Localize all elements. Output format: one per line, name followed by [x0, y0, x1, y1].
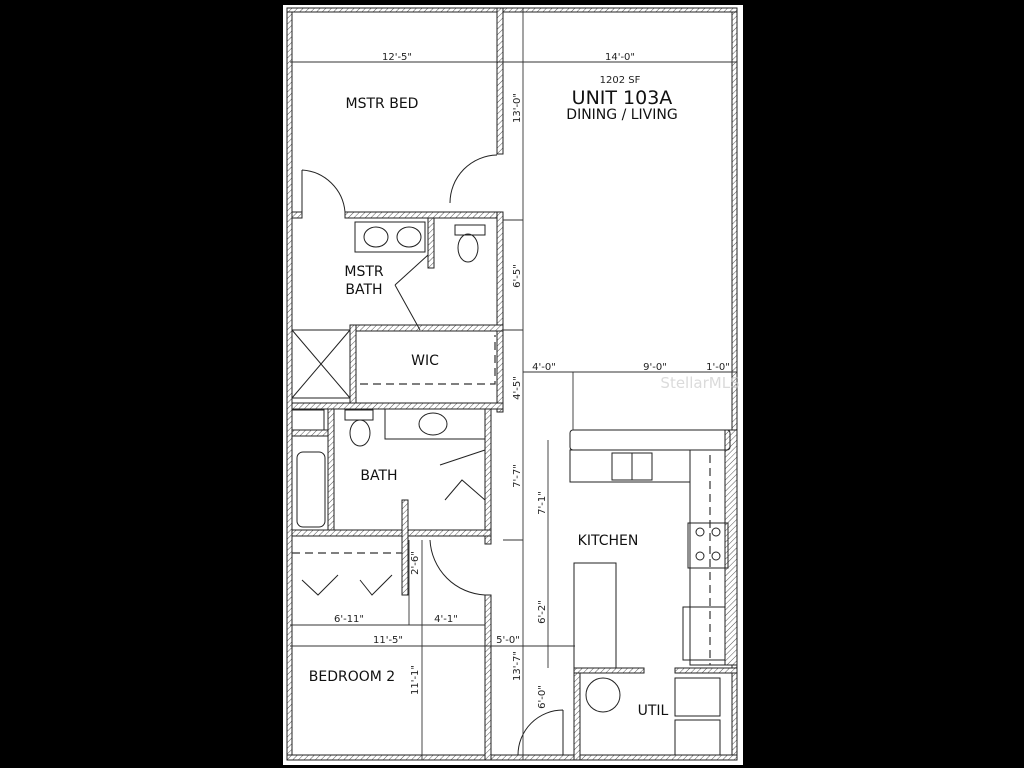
sink-icon — [396, 226, 422, 248]
room-util: UTIL — [638, 703, 669, 719]
stove-icon — [687, 522, 729, 569]
room-bath: BATH — [360, 468, 397, 484]
dim-closet-width: 6'-11" — [334, 614, 364, 625]
refrigerator-icon — [682, 606, 726, 661]
room-master-bed: MSTR BED — [346, 96, 419, 112]
fixtures — [291, 221, 731, 756]
sink-icon — [363, 226, 389, 248]
dim-master-bed-width: 12'-5" — [382, 52, 412, 63]
room-wic: WIC — [411, 353, 439, 369]
dim-bath-depth: 7'-7" — [512, 464, 523, 488]
unit-area: 1202 SF — [600, 75, 641, 86]
toilet-icon — [349, 419, 371, 447]
pantry — [573, 562, 617, 669]
room-kitchen: KITCHEN — [578, 533, 639, 549]
dim-living-width: 14'-0" — [605, 52, 635, 63]
dim-kitchen-depth: 7'-1" — [537, 491, 548, 515]
dim-entry-width: 5'-0" — [496, 635, 520, 646]
dim-bedroom2-width: 11'-5" — [373, 635, 403, 646]
watermark: StellarMLS — [660, 374, 739, 392]
dim-master-bed-depth: 13'-0" — [512, 93, 523, 123]
room-master-bath-2: BATH — [345, 282, 382, 298]
dim-closet-depth: 2'-6" — [410, 551, 421, 575]
shower-icon — [291, 329, 351, 399]
dim-util-depth: 6'-0" — [537, 685, 548, 709]
dryer-icon — [674, 719, 721, 756]
unit-title: UNIT 103A — [572, 87, 673, 109]
room-master-bath-1: MSTR — [344, 264, 384, 280]
dim-kitchen-right: 1'-0" — [706, 362, 730, 373]
dim-kitchen-width: 9'-0" — [643, 362, 667, 373]
bathtub-icon — [296, 451, 326, 528]
washer-icon — [674, 677, 721, 717]
sink-icon — [418, 412, 448, 436]
dim-hall-width: 4'-1" — [434, 614, 458, 625]
water-heater-icon — [585, 677, 621, 713]
dim-counter-length: 6'-2" — [537, 600, 548, 624]
doors — [301, 154, 564, 756]
dim-bedroom2-depth: 11'-1" — [410, 665, 421, 695]
room-dining-living: DINING / LIVING — [566, 107, 677, 123]
dim-wic-depth: 4'-5" — [512, 376, 523, 400]
dimension-lines — [290, 8, 737, 760]
outer-walls — [286, 7, 738, 761]
dim-entry-depth: 13'-7" — [512, 651, 523, 681]
room-bedroom2: BEDROOM 2 — [309, 669, 395, 685]
paper — [283, 5, 743, 765]
dim-master-bath-depth: 6'-5" — [512, 264, 523, 288]
dim-kitchen-offset: 4'-0" — [532, 362, 556, 373]
toilet-icon — [457, 233, 479, 263]
